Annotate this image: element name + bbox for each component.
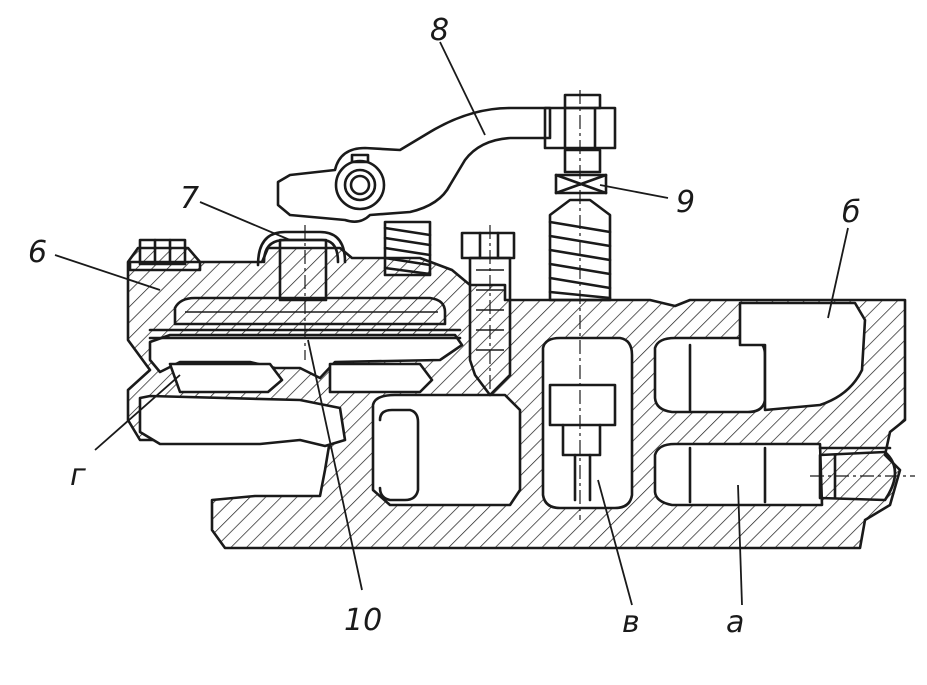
leader-a [737, 484, 743, 606]
leader-9 [599, 184, 669, 199]
label-8: 8 [430, 13, 449, 48]
channel-a [653, 442, 824, 507]
spring-small [383, 220, 432, 277]
channel-b [738, 301, 867, 412]
label-10: 10 [344, 603, 382, 638]
label-v: в [622, 605, 640, 640]
label-6: 6 [28, 235, 47, 270]
cavity-center [371, 393, 522, 507]
leader-10 [307, 339, 363, 591]
plunger-7 [256, 230, 347, 302]
label-g: г [70, 458, 86, 493]
cavity-details [378, 343, 892, 504]
housing-cavities [138, 301, 867, 510]
outlet-fitting [810, 450, 915, 502]
leader-6 [54, 254, 161, 291]
label-b: б [842, 195, 861, 230]
screw-right [460, 225, 516, 400]
gas-channel-g [168, 362, 284, 394]
bolt-left [128, 238, 202, 272]
label-7: 7 [180, 181, 199, 216]
leader-b [827, 227, 849, 319]
leader-7 [199, 201, 291, 241]
leader-v [597, 479, 633, 606]
adjuster-9 [543, 93, 617, 195]
channel-v [541, 336, 634, 510]
rocker-lever-8 [276, 106, 552, 223]
label-9: 9 [676, 185, 695, 220]
leader-g [94, 374, 181, 451]
valve-spring [548, 90, 612, 520]
label-a: а [726, 605, 744, 640]
leader-lines [54, 41, 849, 606]
leader-8 [439, 41, 486, 136]
